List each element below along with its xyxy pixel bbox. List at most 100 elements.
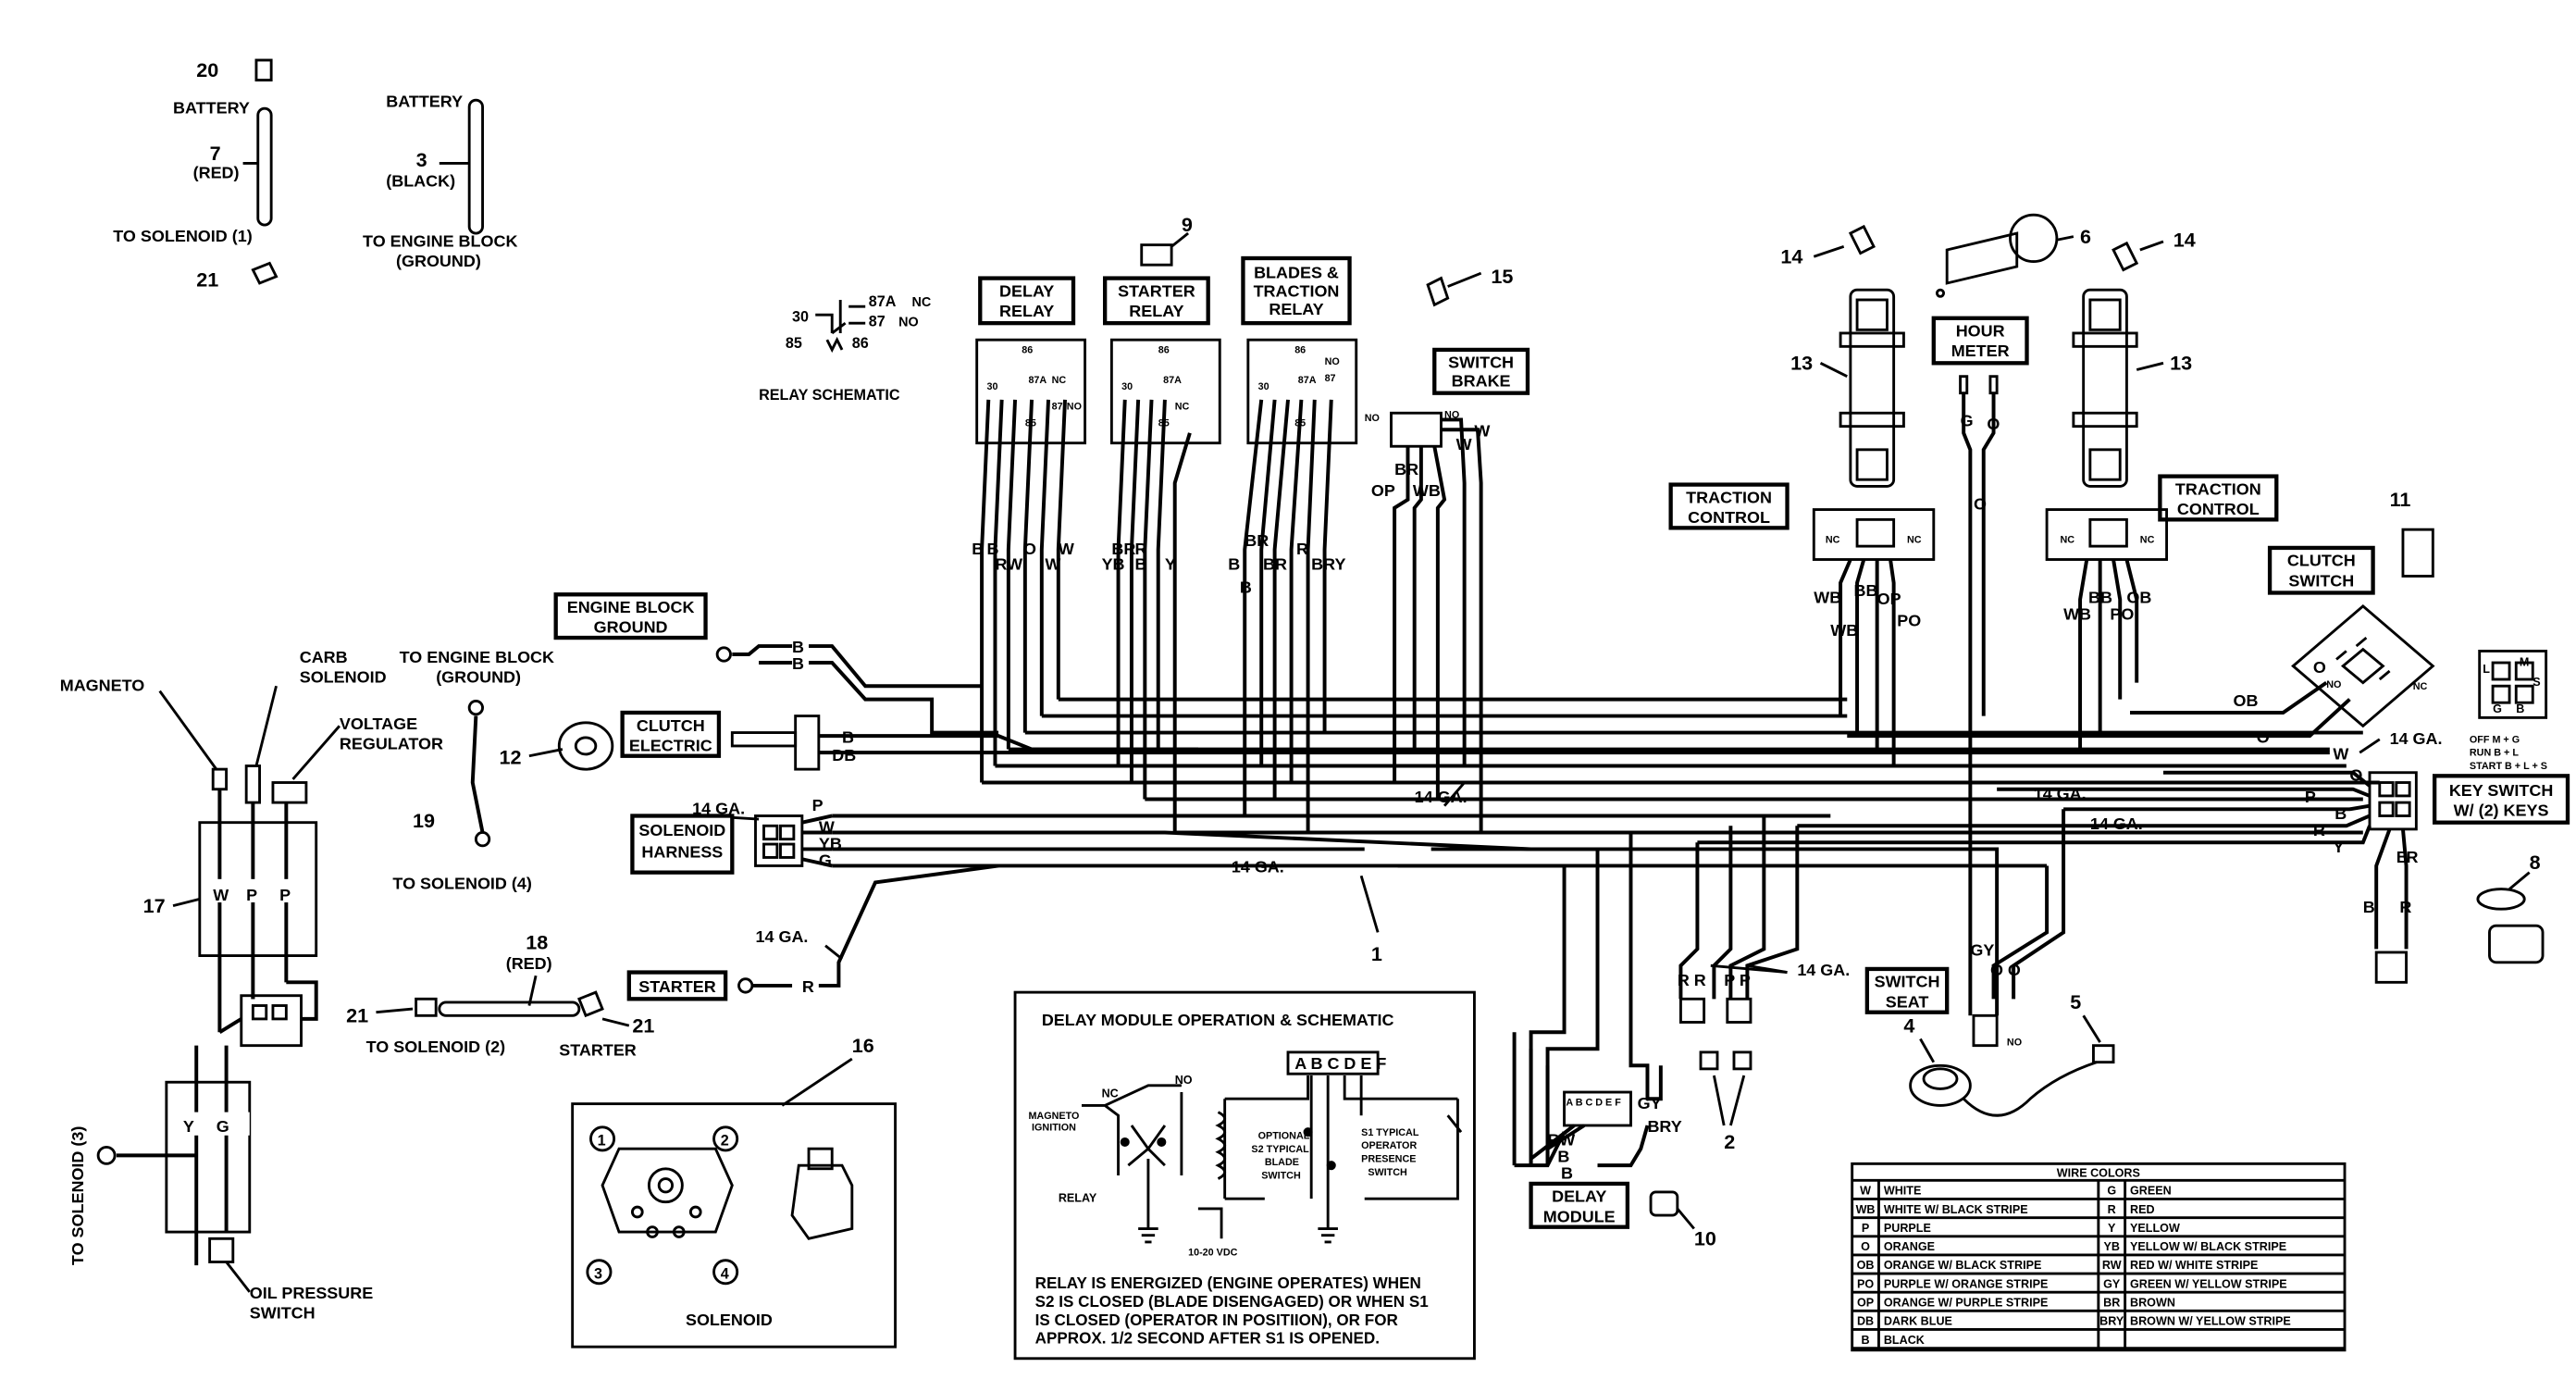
wire-color-name: ORANGE W/ BLACK STRIPE [1884,1259,2042,1272]
wire-color-name: YELLOW W/ BLACK STRIPE [2130,1240,2286,1253]
delay-module-letters: A B C D E F [1566,1097,1621,1108]
wire-label: G [217,1117,229,1136]
blades-relay-line3: RELAY [1269,300,1323,318]
key-switch-connector [2368,771,2418,831]
ring-terminal-icon [715,646,732,663]
wire-label: NC [2140,535,2155,546]
switch-14-icon [2112,241,2139,272]
part-number-12: 12 [500,746,522,769]
delay-module-operation-frame [1013,990,1476,1361]
wire-label: B [1557,1148,1569,1166]
relay-schematic: 30 87A NC 87 NO 85 86 RELAY SCHEMATIC [759,293,931,404]
red-label-2: (RED) [506,954,552,973]
relay-bodies: 86 30 87A NC 87 NO 85 86 30 87A NC 85 86… [975,338,1358,445]
clutch-switch-part-icon [2401,528,2434,578]
solenoid-terminal-2: 2 [721,1133,729,1150]
solenoid-detail: 16 1 2 3 4 SOLENOID [571,1034,898,1348]
wire-label: W [213,886,229,904]
wire-color-name: ORANGE [1884,1240,1935,1253]
red-battery-cable [256,106,273,227]
wire-label: BB [1853,581,1877,600]
optional-s2-1: OPTIONAL [1258,1130,1310,1141]
wire-color-name: BLACK [1884,1334,1925,1347]
wire-code: BR [2103,1296,2120,1309]
pin-86: 86 [1294,345,1306,356]
pin-nc: NC [1175,402,1190,413]
wire-label: NO [1365,413,1380,424]
delay-module-line1: DELAY [1552,1187,1606,1206]
wire-label: NC [1907,535,1922,546]
hour-meter-box [1931,316,2029,366]
solenoid-terminal-3: 3 [594,1265,602,1282]
clutch-electric-line2: ELECTRIC [629,736,712,754]
oil-pressure-line2: SWITCH [250,1304,316,1323]
main-harness: 14 GA. 14 GA. 14 GA. 14 GA. 14 GA. 14 GA… [755,697,2380,1166]
oil-pressure-line1: OIL PRESSURE [250,1284,373,1302]
magneto-ignition-line2: IGNITION [1032,1122,1076,1133]
solenoid-harness-line1: SOLENOID [638,821,725,839]
red-label-1: (RED) [193,164,240,182]
wire-code: W [1860,1185,1871,1198]
s1-typical-4: SWITCH [1368,1167,1407,1178]
relay-symbol [815,299,866,354]
plug-part-icon [1732,1050,1752,1071]
relay-terminal-87: 87 [869,314,886,330]
clutch-connector [794,715,821,771]
delay-module-box [1529,1181,1630,1229]
key-terminal-g: G [2493,702,2502,715]
battery-label-2: BATTERY [386,92,463,110]
wire-label: P [812,796,824,814]
key-terminal-m: M [2520,656,2529,669]
carb-solenoid-line2: SOLENOID [300,668,387,687]
clutch-switch-body [2291,603,2435,728]
wire-label: G [819,851,832,869]
wire-code: G [2107,1185,2116,1198]
engine-harness-left: MAGNETO VOLTAGE REGULATOR W P P 17 Y G T… [60,677,443,1323]
ga-label: 14 GA. [2090,814,2143,833]
switch-seat-box [1864,966,1950,1014]
wire-label: R [1296,540,1308,558]
relay-wires [980,399,1333,833]
delay-module-part-icon [1649,1190,1679,1217]
wire-label: BR [1111,540,1135,558]
wire-code: B [1862,1334,1870,1347]
s1-typical-1: S1 TYPICAL [1361,1127,1419,1138]
seat-switch-icon [1909,1063,1972,1107]
voltage-regulator-line2: REGULATOR [340,735,443,753]
wire-code: YB [2103,1240,2119,1253]
traction-control-right-box [2158,474,2279,522]
engine-block-ground: ENGINE BLOCK GROUND B B [553,592,999,735]
wire-label: B [1135,554,1147,573]
ga-label: 14 GA. [692,800,745,818]
ga-label: 14 GA. [1797,961,1850,979]
switch-14-icon [1848,224,1876,255]
part-number-14a: 14 [1780,244,1802,267]
part-number-18: 18 [526,930,548,953]
wire-label: W [1045,554,1060,573]
to-solenoid-4-label: TO SOLENOID (4) [392,875,531,893]
part-number-2: 2 [1724,1130,1735,1153]
starter-relay-box [1103,276,1210,326]
switch-brake-box [1432,347,1530,395]
leader-line [1170,231,1189,248]
switch-seat-line1: SWITCH [1875,973,1940,991]
traction-control-left-box [1668,482,1790,530]
wire-label: NC [2060,535,2074,546]
part-number-16: 16 [852,1034,874,1057]
wire-label: Y [1165,554,1176,573]
part-number-11: 11 [2390,488,2411,511]
solenoid-harness-line2: HARNESS [641,842,723,861]
wire-color-name: ORANGE W/ PURPLE STRIPE [1884,1296,2049,1309]
delay-relay-box [978,276,1076,326]
battery-terminal-boot [254,58,273,82]
hour-meter-icon [2009,213,2059,264]
starter: STARTER R [626,864,999,1001]
pin-87a: 87A [1298,375,1317,386]
clutch-electric-box [620,710,722,758]
seat-switch-cable [1963,1061,2098,1117]
wire-label: W [2333,744,2348,763]
wire-color-name: YELLOW [2130,1222,2180,1235]
solenoid-terminal-4: 4 [721,1265,729,1282]
key-off: OFF M + G [2470,734,2520,745]
